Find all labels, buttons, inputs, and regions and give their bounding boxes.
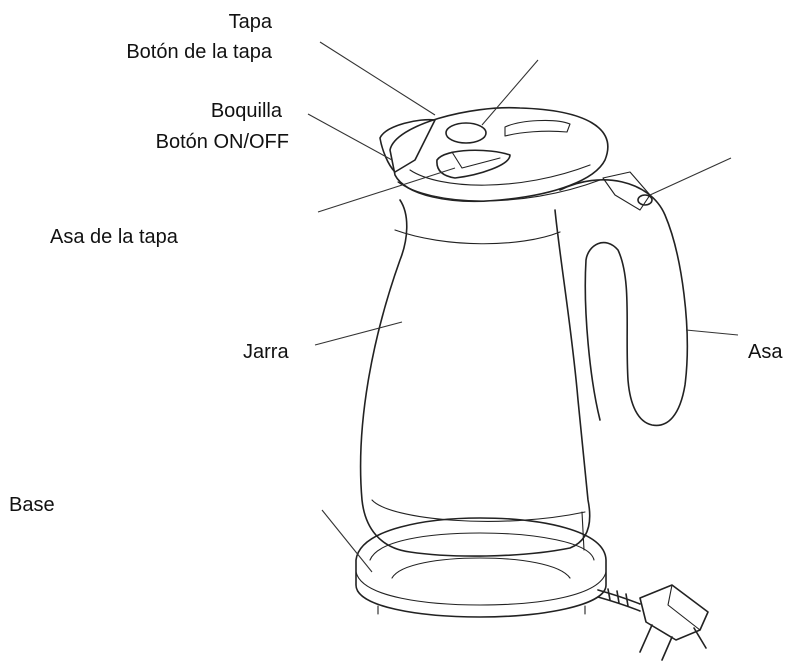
leader-base <box>321 509 373 573</box>
leader-boton-tapa <box>481 59 539 126</box>
kettle-lid <box>379 106 609 203</box>
label-base: Base <box>9 494 55 516</box>
label-boton-onoff: Botón ON/OFF <box>155 131 289 153</box>
kettle-jug <box>359 199 591 557</box>
kettle-handle <box>559 171 689 427</box>
label-tapa: Tapa <box>228 11 272 33</box>
label-jarra: Jarra <box>243 341 289 363</box>
leader-onoff <box>649 157 732 196</box>
leader-tapa <box>319 41 436 116</box>
leader-jarra <box>314 321 403 346</box>
label-asa: Asa <box>748 341 783 363</box>
label-boton-tapa: Botón de la tapa <box>126 41 272 63</box>
leader-asa-tapa <box>317 167 456 213</box>
leader-boquilla <box>307 113 393 161</box>
leader-asa <box>685 329 739 336</box>
label-boquilla: Boquilla <box>210 100 282 122</box>
label-asa-tapa: Asa de la tapa <box>50 226 178 248</box>
kettle-base <box>355 517 607 618</box>
power-plug <box>597 584 709 661</box>
